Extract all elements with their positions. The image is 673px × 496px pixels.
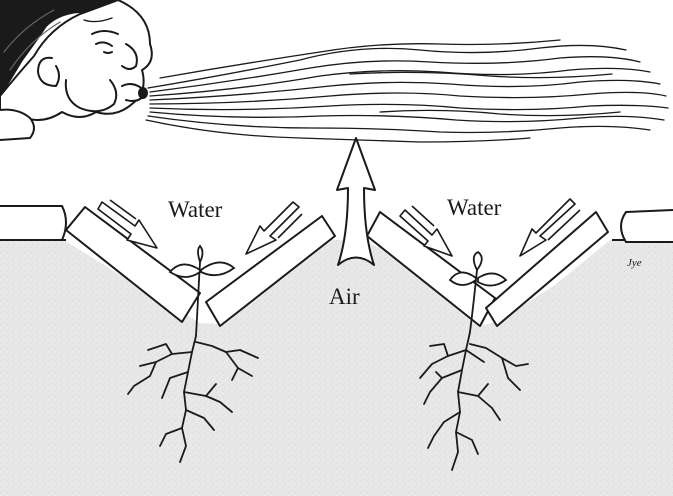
air-label: Air <box>329 285 360 308</box>
artist-signature: Jye <box>627 258 642 269</box>
soil-edge-left <box>0 206 66 240</box>
soil <box>0 240 673 496</box>
water-label-right: Water <box>447 196 501 219</box>
blowing-face-icon <box>0 0 152 140</box>
water-label-left: Water <box>168 198 222 221</box>
wind-lines <box>146 40 668 142</box>
air-arrow <box>337 138 375 265</box>
soil-edge-right <box>621 210 673 242</box>
